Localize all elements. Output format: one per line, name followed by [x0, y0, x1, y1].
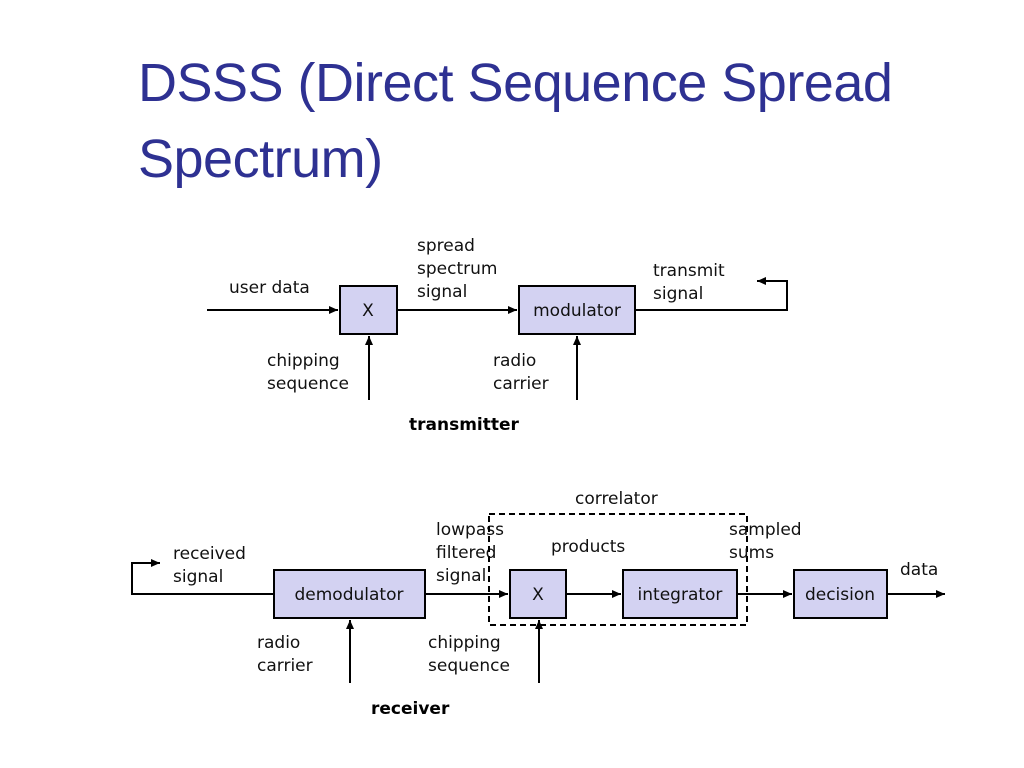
received-signal-arrow — [131, 559, 274, 595]
tx-chipping-label-2: sequence — [267, 374, 349, 394]
rx-multiplier-label: X — [532, 585, 544, 605]
rx-radio-label-1: radio — [257, 633, 300, 653]
user-data-label: user data — [229, 278, 310, 298]
lowpass-label-3: signal — [436, 566, 486, 586]
demodulator-box — [273, 569, 426, 619]
decision-label: decision — [805, 585, 875, 605]
demodulator-label: demodulator — [295, 585, 404, 605]
rx-radio-label-2: carrier — [257, 656, 313, 676]
tx-chipping-label-1: chipping — [267, 351, 340, 371]
sampled-label-1: sampled — [729, 520, 802, 540]
tx-radio-label-2: carrier — [493, 374, 549, 394]
rx-multiplier-box — [509, 569, 567, 619]
lowpass-label-2: filtered — [436, 543, 496, 563]
transmit-label-2: signal — [653, 284, 703, 304]
data-output-label: data — [900, 560, 938, 580]
receiver-caption: receiver — [371, 699, 450, 719]
products-label: products — [551, 537, 625, 557]
integrator-label: integrator — [638, 585, 723, 605]
tx-radio-label-1: radio — [493, 351, 536, 371]
transmitter-diagram: user data X chipping sequence spread spe… — [207, 236, 788, 435]
received-label-2: signal — [173, 567, 223, 587]
correlator-boundary — [488, 513, 748, 626]
modulator-box — [518, 285, 636, 335]
lowpass-label-1: lowpass — [436, 520, 504, 540]
sampled-label-2: sums — [729, 543, 774, 563]
receiver-diagram: received signal demodulator radio carrie… — [131, 489, 945, 719]
tx-multiplier-label: X — [362, 301, 374, 321]
spread-label-1: spread — [417, 236, 475, 256]
integrator-box — [622, 569, 738, 619]
spread-label-3: signal — [417, 282, 467, 302]
slide-title-line-1: DSSS (Direct Sequence Spread — [138, 53, 893, 113]
tx-multiplier-box — [339, 285, 398, 335]
slide-title-line-2: Spectrum) — [138, 129, 383, 189]
modulator-label: modulator — [533, 301, 621, 321]
correlator-label: correlator — [575, 489, 658, 509]
rx-chipping-label-2: sequence — [428, 656, 510, 676]
transmitter-caption: transmitter — [409, 415, 520, 435]
received-label-1: received — [173, 544, 246, 564]
transmit-signal-arrow — [635, 277, 788, 311]
transmit-label-1: transmit — [653, 261, 725, 281]
rx-chipping-label-1: chipping — [428, 633, 501, 653]
spread-label-2: spectrum — [417, 259, 497, 279]
